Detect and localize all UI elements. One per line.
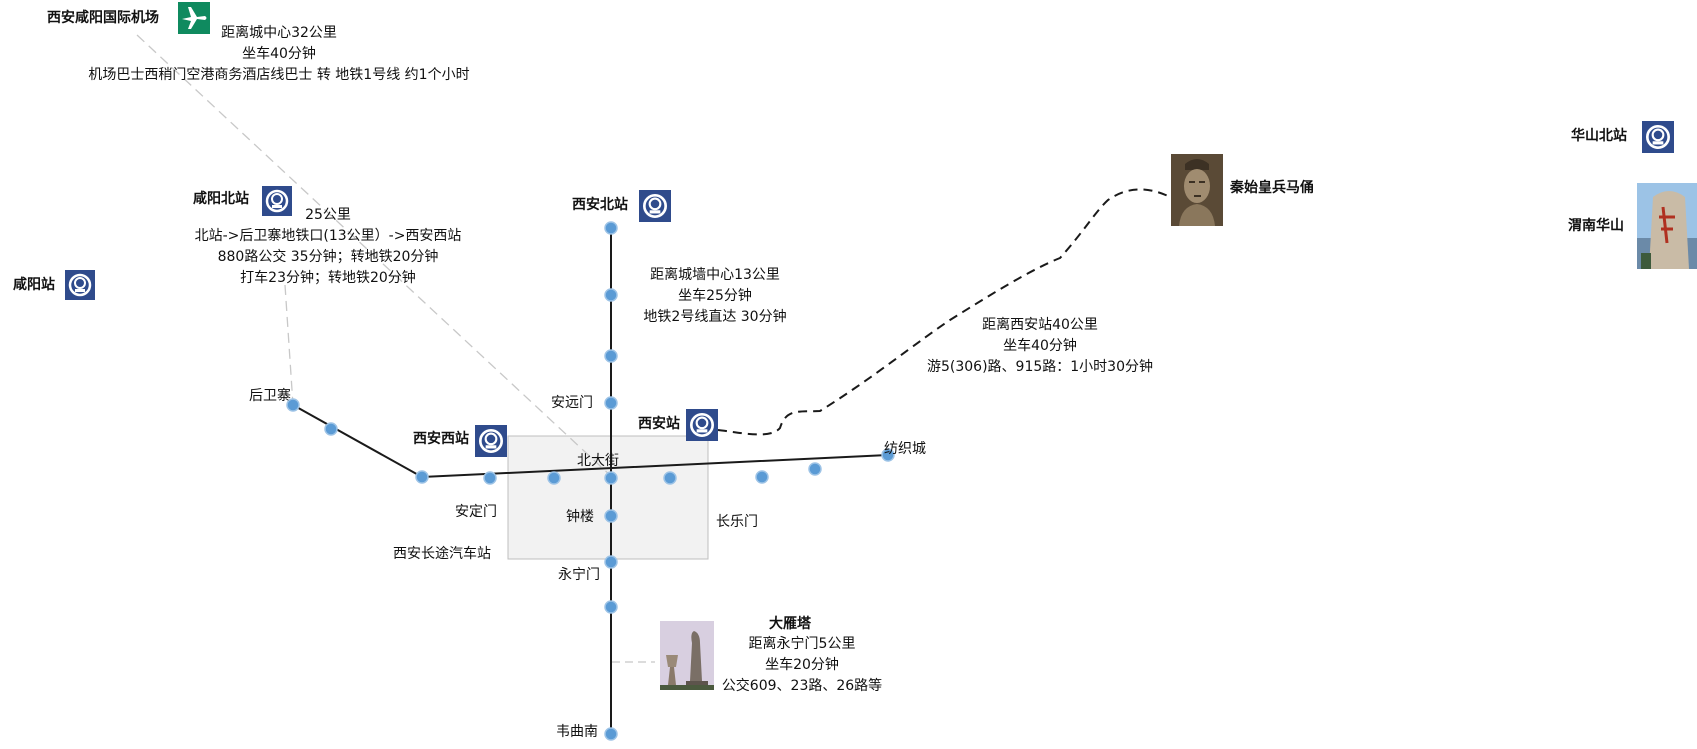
- big-goose-pagoda-info-line: 坐车20分钟: [765, 657, 839, 673]
- terracotta-route: [717, 188, 1169, 436]
- railway-station-icon[interactable]: [639, 190, 671, 222]
- station-dot-fangzhicheng[interactable]: [881, 448, 895, 462]
- terracotta-info-line: 游5(306)路、915路：1小时30分钟: [927, 359, 1153, 375]
- railway-station-icon[interactable]: [1642, 121, 1674, 153]
- station-dot-yongningmen[interactable]: [604, 555, 618, 569]
- station-dot[interactable]: [755, 470, 769, 484]
- station-dot-beidajie[interactable]: [604, 471, 618, 485]
- terracotta-info-line: 距离西安站40公里: [982, 317, 1098, 333]
- city-wall-area: [507, 435, 709, 560]
- railway-station-icon[interactable]: [686, 409, 718, 441]
- station-dot[interactable]: [663, 471, 677, 485]
- airport-info-line: 距离城中心32公里: [221, 25, 337, 41]
- station-label-fangzhicheng[interactable]: 纺织城: [884, 441, 926, 457]
- station-dot-houweizhai[interactable]: [286, 398, 300, 412]
- big-goose-pagoda-info-line: 距离永宁门5公里: [748, 636, 856, 652]
- station-dot[interactable]: [604, 600, 618, 614]
- xianyang-north-name[interactable]: 咸阳北站: [193, 191, 249, 207]
- station-label-andingmen[interactable]: 安定门: [455, 504, 497, 520]
- xianyang-name[interactable]: 咸阳站: [13, 277, 55, 293]
- railway-station-icon[interactable]: [475, 425, 507, 457]
- station-dot-zhonglou[interactable]: [604, 509, 618, 523]
- terracotta-warrior-photo[interactable]: [1171, 154, 1223, 226]
- xian-north-info-line: 坐车25分钟: [678, 288, 752, 304]
- huashan-rock-photo[interactable]: [1637, 183, 1697, 269]
- station-dot[interactable]: [808, 462, 822, 476]
- xianyang-north-info-line: 打车23分钟；转地铁20分钟: [240, 270, 416, 286]
- airport-name[interactable]: 西安咸阳国际机场: [47, 10, 159, 26]
- station-dot-xian-west[interactable]: [483, 471, 497, 485]
- railway-station-icon[interactable]: [262, 186, 292, 216]
- big-goose-pagoda-info: 距离永宁门5公里 坐车20分钟 公交609、23路、26路等: [712, 634, 892, 697]
- xian-north-info-line: 地铁2号线直达 30分钟: [643, 309, 787, 325]
- big-goose-pagoda-info-line: 公交609、23路、26路等: [721, 678, 883, 694]
- airport-info-line: 机场巴士西稍门空港商务酒店线巴士 转 地铁1号线 约1个小时: [88, 67, 470, 83]
- xianyang-north-info: 25公里 北站->后卫寨地铁口(13公里）->西安西站 880路公交 35分钟；…: [173, 205, 483, 289]
- huashan-north-name[interactable]: 华山北站: [1571, 128, 1627, 144]
- terracotta-info: 距离西安站40公里 坐车40分钟 游5(306)路、915路：1小时30分钟: [920, 315, 1160, 378]
- airport-guide-line: [136, 34, 613, 478]
- xianyang-north-info-line: 北站->后卫寨地铁口(13公里）->西安西站: [194, 228, 462, 244]
- station-dot[interactable]: [604, 221, 618, 235]
- station-label-long-distance-bus[interactable]: 西安长途汽车站: [393, 546, 491, 562]
- airport-info: 距离城中心32公里 坐车40分钟 机场巴士西稍门空港商务酒店线巴士 转 地铁1号…: [64, 23, 494, 86]
- station-dot[interactable]: [324, 422, 338, 436]
- station-label-yongningmen[interactable]: 永宁门: [558, 567, 600, 583]
- terracotta-info-line: 坐车40分钟: [1003, 338, 1077, 354]
- station-dot-weiqunan[interactable]: [604, 727, 618, 741]
- xian-north-info-line: 距离城墙中心13公里: [650, 267, 780, 283]
- xianyang-north-info-line: 25公里: [305, 207, 351, 223]
- station-label-changlemen[interactable]: 长乐门: [716, 514, 758, 530]
- xian-station-name[interactable]: 西安站: [638, 416, 680, 432]
- station-dot[interactable]: [547, 471, 561, 485]
- station-dot-anyuanmen[interactable]: [604, 396, 618, 410]
- station-dot[interactable]: [604, 349, 618, 363]
- big-goose-pagoda-photo[interactable]: [660, 621, 714, 690]
- airport-info-line: 坐车40分钟: [242, 46, 316, 62]
- xian-north-name[interactable]: 西安北站: [572, 197, 628, 213]
- terracotta-name[interactable]: 秦始皇兵马俑: [1230, 180, 1314, 196]
- big-goose-pagoda-name[interactable]: 大雁塔: [769, 616, 811, 632]
- airplane-icon[interactable]: [178, 2, 210, 34]
- station-label-beidajie[interactable]: 北大街: [577, 453, 619, 469]
- xianyang-north-info-line: 880路公交 35分钟；转地铁20分钟: [217, 249, 439, 265]
- xianyang-north-guide-line: [284, 284, 294, 406]
- station-dot[interactable]: [604, 288, 618, 302]
- station-label-houweizhai[interactable]: 后卫寨: [249, 388, 291, 404]
- xian-west-name[interactable]: 西安西站: [413, 431, 469, 447]
- station-label-zhonglou[interactable]: 钟楼: [566, 509, 594, 525]
- station-label-anyuanmen[interactable]: 安远门: [551, 395, 593, 411]
- weinan-huashan-name[interactable]: 渭南华山: [1568, 218, 1624, 234]
- railway-station-icon[interactable]: [65, 270, 95, 300]
- xian-north-info: 距离城墙中心13公里 坐车25分钟 地铁2号线直达 30分钟: [615, 265, 815, 328]
- station-label-weiqunan[interactable]: 韦曲南: [556, 724, 598, 740]
- station-dot[interactable]: [415, 470, 429, 484]
